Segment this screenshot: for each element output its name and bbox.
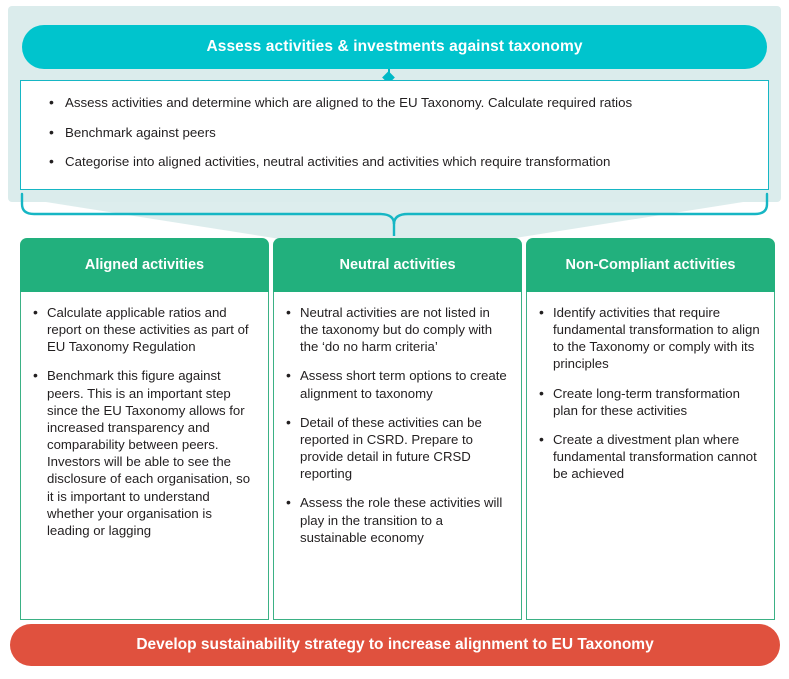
top-banner[interactable]: Assess activities & investments against … xyxy=(22,25,767,69)
list-item: Calculate applicable ratios and report o… xyxy=(29,303,258,355)
list-item: Benchmark this figure against peers. Thi… xyxy=(29,366,258,539)
column-header-neutral[interactable]: Neutral activities xyxy=(273,238,522,292)
list-item: Create a divestment plan where fundament… xyxy=(535,430,764,482)
column-bullet-list: Neutral activities are not listed in the… xyxy=(282,303,511,546)
bottom-banner[interactable]: Develop sustainability strategy to incre… xyxy=(10,624,780,666)
column-bullet-list: Calculate applicable ratios and report o… xyxy=(29,303,258,539)
column-header-aligned[interactable]: Aligned activities xyxy=(20,238,269,292)
column-body-aligned: Calculate applicable ratios and report o… xyxy=(20,292,269,620)
list-item: Create long-term transformation plan for… xyxy=(535,384,764,419)
column-title: Neutral activities xyxy=(339,257,456,273)
list-item: Identify activities that require fundame… xyxy=(535,303,764,373)
top-banner-title: Assess activities & investments against … xyxy=(206,38,583,55)
top-details-box: Assess activities and determine which ar… xyxy=(20,80,769,190)
category-columns: Aligned activities Calculate applicable … xyxy=(20,238,775,620)
top-bullet-list: Assess activities and determine which ar… xyxy=(43,94,746,171)
column-body-non-compliant: Identify activities that require fundame… xyxy=(526,292,775,620)
column-neutral-activities: Neutral activities Neutral activities ar… xyxy=(273,238,522,620)
list-item: Benchmark against peers xyxy=(43,124,746,142)
column-title: Aligned activities xyxy=(84,257,205,273)
list-item: Neutral activities are not listed in the… xyxy=(282,303,511,355)
column-body-neutral: Neutral activities are not listed in the… xyxy=(273,292,522,620)
list-item: Detail of these activities can be report… xyxy=(282,413,511,483)
column-header-non-compliant[interactable]: Non-Compliant activities xyxy=(526,238,775,292)
list-item: Categorise into aligned activities, neut… xyxy=(43,153,746,171)
list-item: Assess short term options to create alig… xyxy=(282,366,511,401)
column-aligned-activities: Aligned activities Calculate applicable … xyxy=(20,238,269,620)
list-item: Assess activities and determine which ar… xyxy=(43,94,746,112)
list-item: Assess the role these activities will pl… xyxy=(282,493,511,545)
column-title: Non-Compliant activities xyxy=(565,257,736,273)
bottom-banner-title: Develop sustainability strategy to incre… xyxy=(136,636,654,653)
curly-brace-connector xyxy=(20,192,769,236)
column-non-compliant-activities: Non-Compliant activities Identify activi… xyxy=(526,238,775,620)
column-bullet-list: Identify activities that require fundame… xyxy=(535,303,764,482)
